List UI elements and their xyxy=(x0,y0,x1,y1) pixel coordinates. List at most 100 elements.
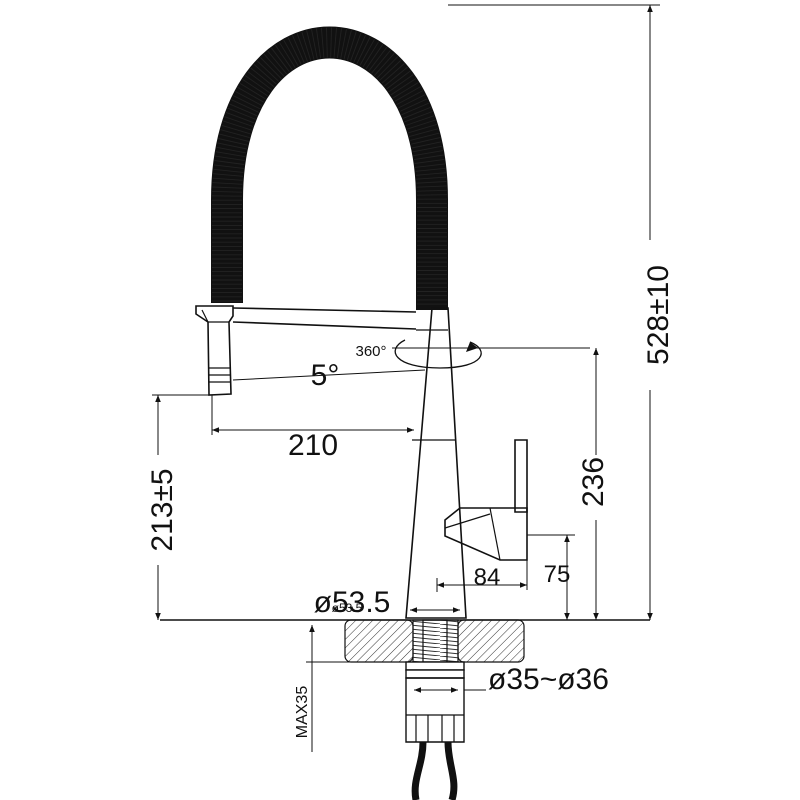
hose-coil-ring xyxy=(404,111,433,123)
hose-coil-ring xyxy=(376,56,399,79)
hose-coil-ring xyxy=(233,95,261,110)
hose-coil-ring xyxy=(350,32,362,62)
hose-coil-ring xyxy=(247,71,273,91)
hose-coil-ring xyxy=(215,151,246,158)
hose-coil-ring xyxy=(235,91,263,106)
hose-coil-ring xyxy=(227,107,256,120)
hose-coil-ring xyxy=(388,74,414,93)
hose-coil-ring xyxy=(244,75,270,94)
hose-coil-ring xyxy=(413,154,444,161)
hose-coil-ring xyxy=(410,137,441,145)
label-base-diameter: ø53.5 xyxy=(314,586,391,619)
hose-coil-ring xyxy=(223,120,252,131)
hose-coil-ring xyxy=(270,47,290,73)
hose-coil-ring xyxy=(229,103,258,117)
hose-coil-ring xyxy=(212,177,243,181)
spout-arm xyxy=(232,307,417,330)
hose-coil-ring xyxy=(212,190,243,193)
hose-coil-ring xyxy=(330,27,332,58)
hose-coil-ring xyxy=(409,128,439,138)
hose-coil-ring xyxy=(212,182,243,185)
hose-coil-ring xyxy=(292,35,305,64)
hose-coil-ring xyxy=(384,66,408,87)
label-spout-reach: 210 xyxy=(288,429,338,462)
hose-coil-ring xyxy=(373,53,395,76)
hose-coil-ring xyxy=(333,27,337,58)
hose-coil-ring xyxy=(381,63,405,84)
countertop-section xyxy=(160,619,650,663)
hose-coil-ring xyxy=(274,44,293,70)
hose-coil-ring xyxy=(412,145,443,153)
hose-coil-ring xyxy=(390,78,417,96)
hose-coil-ring xyxy=(386,70,411,90)
hose-coil-ring xyxy=(242,79,268,97)
hose-coil-ring xyxy=(213,173,244,177)
hose-coil-ring xyxy=(311,29,318,59)
flexible-hose xyxy=(211,26,448,310)
hose-coil-ring xyxy=(336,28,342,59)
mounting-shank xyxy=(405,619,465,743)
swivel-arrow-icon xyxy=(394,339,482,369)
label-handle-height: 75 xyxy=(544,561,571,588)
hose-coil-ring xyxy=(405,115,435,126)
hose-coil-ring xyxy=(402,106,432,119)
hose-coil-ring xyxy=(213,168,244,173)
hose-coil-ring xyxy=(283,39,299,67)
hose-coil-ring xyxy=(256,60,280,82)
hose-coil-ring xyxy=(398,94,426,109)
hose-coil-ring xyxy=(239,83,266,100)
hose-coil-ring xyxy=(396,90,424,105)
hose-coil-ring xyxy=(416,181,447,184)
hose-coil-ring xyxy=(359,39,375,66)
hose-coil-ring xyxy=(301,31,312,61)
hose-coil-ring xyxy=(356,36,371,65)
hose-coil-ring xyxy=(237,87,264,103)
label-swivel-angle: 360° xyxy=(355,343,386,360)
hose-coil-ring xyxy=(416,189,447,192)
hose-coil-ring xyxy=(401,102,430,116)
hose-coil-ring xyxy=(353,34,367,63)
spray-head xyxy=(195,305,234,396)
hose-coil-ring xyxy=(224,116,254,127)
hose-coil-ring xyxy=(371,49,391,74)
label-hole-diameter: ø35~ø36 xyxy=(488,663,609,696)
hose-coil-ring xyxy=(215,155,245,162)
hose-coil-ring xyxy=(399,98,428,112)
dimension-lines xyxy=(152,4,660,752)
hose-coil-rings xyxy=(211,27,448,305)
hose-coil-ring xyxy=(414,158,445,164)
hose-coil-ring xyxy=(415,167,446,172)
hose-coil-ring xyxy=(231,99,259,113)
hose-coil-ring xyxy=(287,37,302,65)
hose-coil-ring xyxy=(415,163,445,168)
hose-coil-ring xyxy=(219,133,249,142)
hose-coil-ring xyxy=(214,160,245,165)
hose-coil-ring xyxy=(263,53,285,77)
hose-coil-ring xyxy=(410,132,440,141)
label-body-height: 236 xyxy=(577,457,610,507)
label-total-height: 528±10 xyxy=(642,265,675,365)
hose-coil-ring xyxy=(221,124,251,135)
hose-coil-ring xyxy=(365,44,384,70)
hose-coil-ring xyxy=(340,29,347,59)
hose-coil-ring xyxy=(413,150,444,157)
hose-coil-ring xyxy=(346,31,357,61)
hose-coil-ring xyxy=(415,172,446,176)
label-spout-height: 213±5 xyxy=(146,468,179,551)
hose-coil-ring xyxy=(343,30,352,60)
hose-coil-ring xyxy=(416,185,447,188)
faucet-body xyxy=(405,307,467,619)
hose-coil-ring xyxy=(260,57,282,80)
hose-coil-ring xyxy=(379,59,402,81)
hose-coil-ring xyxy=(394,86,422,102)
hose-coil-ring xyxy=(320,27,325,58)
hose-coil-ring xyxy=(216,146,247,154)
label-base-diameter-small: ø53.5 xyxy=(332,601,363,615)
hose-coil-ring xyxy=(411,141,442,149)
hose-coil-ring xyxy=(416,194,448,196)
label-spout-angle: 5° xyxy=(311,359,340,392)
supply-hoses xyxy=(411,741,458,800)
hose-coil-ring xyxy=(212,186,243,189)
hose-coil-ring xyxy=(213,164,244,169)
